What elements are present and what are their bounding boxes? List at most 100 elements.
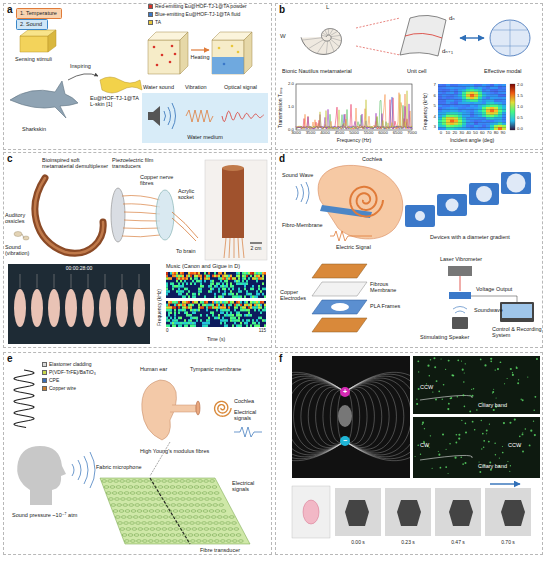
spectrogram-cell (254, 301, 256, 304)
video-frame (385, 488, 431, 536)
spectrogram-cell (178, 309, 180, 312)
heatmap-cell (466, 87, 470, 90)
tracer-particle (448, 403, 450, 405)
streamline (345, 376, 410, 457)
spectrogram-cell (224, 280, 226, 283)
spectrogram-cell (236, 295, 238, 298)
spectrogram-cell (194, 272, 196, 275)
fabric-weave (160, 492, 165, 495)
ciliary-image-bottom (413, 417, 540, 478)
heatmap-cell (498, 94, 502, 97)
spectrogram-cell (170, 306, 172, 309)
spectrogram-cell (226, 280, 228, 283)
heatmap-cell (470, 94, 474, 97)
spectrogram-cell (242, 275, 244, 278)
fabric-weave (164, 534, 169, 537)
fabric-weave (165, 504, 170, 507)
spectrogram-cell (188, 304, 190, 307)
tracer-particle (519, 445, 521, 447)
heatmap-cell (494, 115, 498, 118)
spectrogram-cell (228, 288, 230, 291)
fabric-weave (188, 534, 193, 537)
legend-swatch (42, 386, 47, 391)
spectrogram-cell (206, 324, 208, 327)
tracer-particle (418, 371, 419, 372)
spectrogram-cell (212, 282, 214, 285)
annotation-label: Water sound (143, 84, 174, 90)
spectrogram-cell (208, 322, 210, 325)
fabric-weave (129, 504, 134, 507)
spectrogram-cell (240, 295, 242, 298)
heatmap-cell (478, 94, 482, 97)
spectrogram-cell (248, 277, 250, 280)
fabric-weave (124, 540, 129, 543)
spectrogram-cell (214, 285, 216, 288)
fabric-weave (180, 528, 185, 531)
spectrogram-cell (168, 290, 170, 293)
fabric-weave (174, 528, 179, 531)
tick-label: 3000 (291, 131, 301, 136)
spectrogram-cell (186, 311, 188, 314)
spectrogram-cell (208, 304, 210, 307)
heatmap-cell (442, 84, 446, 87)
spectrogram-cell (226, 301, 228, 304)
tracer-particle (534, 396, 536, 398)
tick-label: 3 (434, 125, 436, 130)
annotation-label: Fibrous Membrane (370, 281, 405, 293)
larva-frame (449, 500, 473, 526)
spectrogram-cell (218, 282, 220, 285)
spectrogram-cell (264, 309, 266, 312)
tracer-particle (510, 368, 512, 370)
tick-label: 7 (434, 83, 436, 88)
tracer-particle (517, 382, 519, 384)
tracer-particle (440, 467, 442, 469)
fabric-weave (176, 534, 181, 537)
fabric-weave (208, 522, 213, 525)
fabric-weave (122, 486, 127, 489)
fabric-weave (161, 510, 166, 513)
annotation-label: Cochlea (362, 156, 382, 162)
spectrogram-cell (208, 290, 210, 293)
heatmap-cell (466, 112, 470, 115)
heatmap-cell (494, 122, 498, 125)
spectrogram-cell (244, 314, 246, 317)
tracer-particle (446, 449, 447, 450)
heatmap-cell (498, 99, 502, 102)
spectrogram-cell (242, 272, 244, 275)
specimen (31, 289, 43, 327)
annotation-label: PLA Frames (370, 303, 400, 309)
spectrogram-cell (264, 272, 266, 275)
heatmap-cell (486, 87, 490, 90)
spectrogram-cell (248, 319, 250, 322)
spectrogram-cell (248, 272, 250, 275)
spectrogram-cell (262, 301, 264, 304)
annotation-label: Tympanic membrane (190, 366, 241, 372)
spectrogram-cell (166, 293, 168, 296)
spectrogram-cell (224, 322, 226, 325)
heatmap-cell (502, 127, 506, 130)
fabric-weave (114, 480, 119, 483)
spectrogram-cell (194, 311, 196, 314)
fabric-weave (175, 498, 180, 501)
panel-letter: b (279, 5, 285, 15)
spectrogram-cell (190, 324, 192, 327)
fabric-weave (142, 522, 147, 525)
spectrogram-cell (240, 304, 242, 307)
panel-frame: e (3, 352, 272, 555)
spectrogram-cell (188, 272, 190, 275)
sensor-block-red (148, 32, 188, 74)
fabric-weave (150, 480, 155, 483)
heatmap-cell (498, 125, 502, 128)
spectrogram-cell (246, 280, 248, 283)
heatmap-cell (438, 117, 442, 120)
spectrogram-cell (236, 311, 238, 314)
fabric-weave (184, 492, 189, 495)
spectrogram-cell (196, 309, 198, 312)
fabric-weave (188, 486, 193, 489)
fabric-weave (115, 498, 120, 501)
heatmap-cell (438, 120, 442, 123)
fabric-weave (149, 510, 154, 513)
tracer-particle (432, 391, 433, 392)
heatmap-cell (462, 87, 466, 90)
spectrogram-cell (238, 277, 240, 280)
